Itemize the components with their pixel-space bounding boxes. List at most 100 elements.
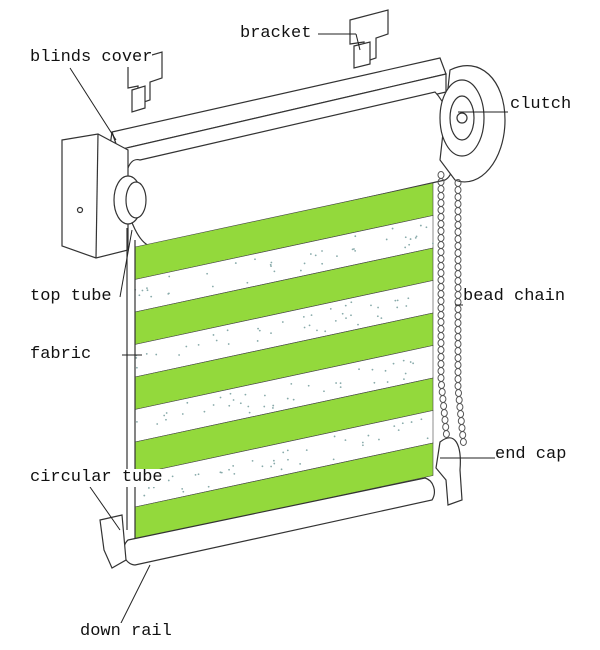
fabric-dot [407,297,409,299]
fabric-dot [354,250,356,252]
fabric-dot [385,370,387,372]
chain-bead [456,390,462,397]
fabric-dot [168,292,170,294]
fabric-dot [412,362,414,364]
chain-bead [438,319,444,326]
fabric-dot [182,413,184,415]
fabric-dot [219,471,221,473]
fabric-dot [282,321,284,323]
label-clutch: clutch [510,96,571,114]
chain-bead [458,411,464,418]
chain-bead [438,263,444,270]
chain-bead [455,187,461,194]
fabric-dot [394,300,396,302]
label-circular-tube: circular tube [30,469,163,487]
fabric-dot [404,247,406,249]
chain-bead [455,376,461,383]
fabric-dot [350,314,352,316]
end-cap-bottom-left [100,515,126,568]
fabric-dot [208,486,210,488]
fabric-dot [150,296,152,298]
bracket-right [350,10,388,68]
fabric-dot [168,276,170,278]
fabric-dot [358,368,360,370]
fabric-dot [333,458,335,460]
fabric-dot [324,330,326,332]
fabric-dot [386,239,388,241]
fabric-dot [172,475,174,477]
fabric-dot [345,317,347,319]
fabric-dot [303,316,305,318]
fabric-dot [373,382,375,384]
chain-bead [455,313,461,320]
chain-bead [438,270,444,277]
fabric-dot [311,314,313,316]
chain-bead [458,418,464,425]
fabric-dot [146,287,148,289]
chain-bead [438,326,444,333]
fabric-dot [350,301,352,303]
chain-bead [438,235,444,242]
fabric-dot [420,225,422,227]
chain-bead [438,186,444,193]
chain-bead [455,334,461,341]
fabric-dot [168,480,170,482]
fabric-dot [340,382,342,384]
fabric-dot [136,421,138,423]
fabric-dot [233,399,235,401]
fabric-dot [323,390,325,392]
fabric-dot [336,255,338,257]
fabric-dot [186,402,188,404]
fabric-dot [142,290,144,292]
chain-bead [443,424,449,431]
fabric-dot [410,361,412,363]
fabric-dot [378,439,380,441]
fabric-dot [380,317,382,319]
fabric-dot [206,273,208,275]
fabric-dot [353,248,355,250]
fabric-dot [362,444,364,446]
fabric-dot [306,449,308,451]
chain-bead [439,389,445,396]
fabric-dot [204,411,206,413]
chain-bead [455,341,461,348]
chain-bead [438,200,444,207]
fabric-dot [415,237,417,239]
fabric-dot [272,405,274,407]
fabric-dot [135,357,137,359]
fabric-dot [262,465,264,467]
chain-bead [441,403,447,410]
fabric-dot [315,254,317,256]
chain-bead [438,221,444,228]
fabric-dot [309,324,311,326]
chain-bead [455,264,461,271]
chain-bead [455,355,461,362]
chain-bead [438,214,444,221]
fabric-dot [293,399,295,401]
fabric-dot [213,334,215,336]
fabric-dot [195,474,197,476]
fabric-dot [252,460,254,462]
fabric-dot [270,332,272,334]
fabric-dot [198,344,200,346]
chain-bead [455,194,461,201]
fabric-dot [270,262,272,264]
chain-bead [438,284,444,291]
fabric-dot [249,412,251,414]
fabric-dot [263,406,265,408]
fabric-dot [198,473,200,475]
chain-bead [438,375,444,382]
label-end-cap: end cap [495,446,566,464]
fabric-dot [304,327,306,329]
clutch-assembly [440,66,505,182]
fabric-dot [146,353,148,355]
fabric-dot [281,468,283,470]
chain-bead [438,207,444,214]
fabric-dot [228,405,230,407]
chain-bead [455,306,461,313]
fabric-dot [227,329,229,331]
fabric-dot [402,422,404,424]
fabric-dot [232,465,234,467]
chain-bead [438,361,444,368]
